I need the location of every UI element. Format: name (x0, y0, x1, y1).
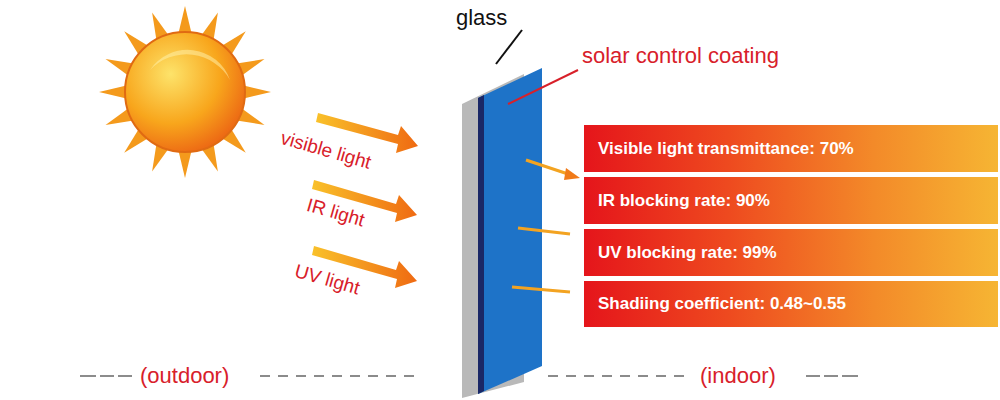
property-band: Visible light transmittance: 70% (584, 125, 998, 172)
property-band: UV blocking rate: 99% (584, 229, 998, 276)
sun (99, 6, 271, 178)
light-label: UV light (292, 261, 362, 299)
zone-label: (indoor) (700, 364, 776, 388)
glass-pane (462, 68, 542, 398)
property-band: Shadiing coefficient: 0.48~0.55 (584, 281, 998, 327)
property-text: Shadiing coefficient: 0.48~0.55 (598, 294, 846, 314)
property-text: Visible light transmittance: 70% (598, 139, 854, 159)
property-text: IR blocking rate: 90% (598, 191, 770, 211)
output-arrows (512, 160, 570, 292)
coating-leader (508, 70, 578, 104)
property-text: UV blocking rate: 99% (598, 243, 777, 263)
zone-label: (outdoor) (140, 364, 229, 388)
coating-label: solar control coating (582, 44, 779, 68)
light-label: visible light (278, 128, 373, 174)
arrow-head (564, 168, 580, 180)
glass-label: glass (456, 6, 507, 30)
property-band: IR blocking rate: 90% (584, 177, 998, 224)
glass-leader (496, 30, 522, 64)
